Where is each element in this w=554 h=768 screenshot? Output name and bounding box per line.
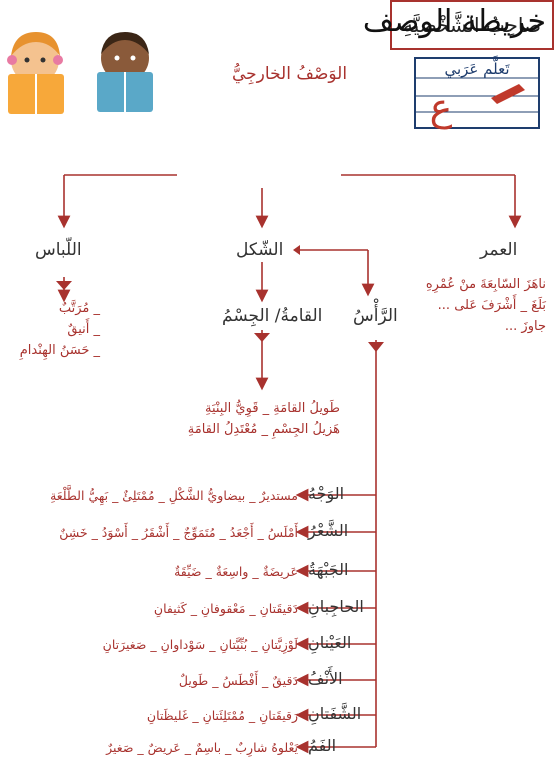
head-heading: الرَّأْسُ	[353, 306, 398, 326]
head-part-desc: أَمْلَسُ _ أَجْعَدُ _ مُتَمَوِّجٌ _ أَشْ…	[59, 525, 298, 540]
age-item: بَلَغَ _ أَشْرَفَ عَلى ...	[437, 298, 546, 313]
body-items: طَويلُ القامَةِ _ قَوِيُّ البِنْيَةِ هَز…	[187, 398, 340, 440]
head-part-label: الجَبْهَةُ	[308, 560, 349, 579]
clothes-item: _ حَسَنُ الهِنْدامِ	[19, 343, 100, 358]
logo-text: تَعلَّم عَرَبي	[444, 56, 509, 79]
age-item: جاوزَ ...	[504, 319, 546, 334]
clothes-item: _ مُرَتَّبٌ	[58, 301, 100, 316]
body-heading: القامةُ/ الجِسْمُ	[222, 306, 323, 326]
head-part-desc: يَعْلوهُ شارِبٌ _ باسِمٌ _ عَريضٌ _ صَغي…	[106, 740, 298, 755]
girl-face-icon	[11, 36, 59, 84]
page-title: خريطة الوصف	[362, 4, 546, 39]
logo: تَعلَّم عَرَبي ع	[411, 50, 543, 130]
page-subtitle: الوَصْفُ الخارجِيُّ	[232, 64, 348, 84]
kids-illustration	[0, 18, 160, 118]
age-item: ناهَزَ السّابِعَةَ منْ عُمْرِهِ	[425, 277, 546, 292]
head-part-label: الحاجِبانِ	[308, 597, 364, 616]
clothes-item: _ أَنيقٌ	[67, 322, 100, 337]
head-part-label: الأَنْفُ	[308, 669, 343, 688]
shape-heading: الشّكل	[236, 240, 284, 260]
head-part-label: الفَمُ	[308, 736, 337, 755]
body-item: طَويلُ القامَةِ _ قَوِيُّ البِنْيَةِ	[204, 401, 340, 416]
head-part-desc: مستديرٌ _ بيضاويُّ الشَّكْلِ _ مُمْتَلِئ…	[50, 488, 298, 503]
head-part-desc: عَريضَةٌ _ واسِعَةٌ _ ضَيِّقَةٌ	[174, 564, 298, 579]
body-item: هَزيلُ الجِسْمِ _ مُعْتَدِلُ القامَةِ	[187, 422, 340, 437]
head-part-label: العَيْنانِ	[308, 633, 352, 652]
center-node: صاحِبُ الشَّخْصِيَّةِ	[390, 0, 554, 50]
age-items: ناهَزَ السّابِعَةَ منْ عُمْرِهِ بَلَغَ _…	[396, 274, 546, 337]
head-part-desc: لَوْزِيَّتانِ _ بُنِّيَّتانِ _ سَوْداوان…	[102, 637, 298, 652]
head-part-label: الشَّفَتانِ	[308, 704, 362, 723]
head-part-label: الشَّعْرُ	[308, 521, 349, 540]
head-part-desc: دَقيقَتانِ _ مَعْقوفانِ _ كَثيفانِ	[153, 601, 298, 616]
head-part-desc: رَقيقَتانِ _ مُمْتَلِئَتانِ _ غَليظَتانِ	[146, 708, 298, 723]
clothes-items: _ مُرَتَّبٌ _ أَنيقٌ _ حَسَنُ الهِنْدامِ	[2, 298, 100, 361]
age-heading: العمر	[480, 240, 518, 260]
head-part-desc: دَقيقٌ _ أَفْطَسُ _ طَويلٌ	[178, 673, 298, 688]
head-part-label: الوَجْهُ	[308, 484, 345, 503]
logo-letter: ع	[430, 85, 453, 129]
clothes-heading: اللّباس	[35, 240, 82, 260]
